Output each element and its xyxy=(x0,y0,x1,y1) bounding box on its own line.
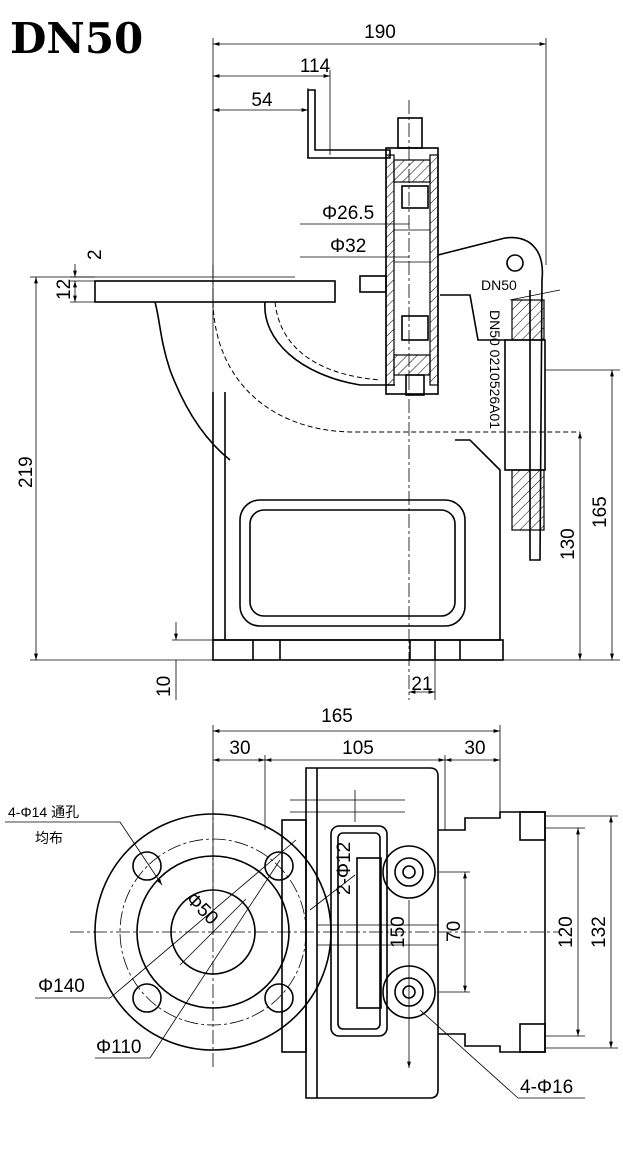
body-slot-inner xyxy=(337,832,381,1030)
dim-70: 70 xyxy=(444,921,465,942)
dim-2: 2 xyxy=(85,249,106,260)
valve-body xyxy=(305,767,439,1099)
drawing-title: DN50 xyxy=(10,14,144,63)
dim-phi26-5: Φ26.5 xyxy=(322,203,374,224)
dim-30-left: 30 xyxy=(229,738,250,759)
bracket xyxy=(307,89,391,159)
flange-hole-bl xyxy=(132,983,162,1013)
dim-150: 150 xyxy=(388,916,409,948)
dim-105: 105 xyxy=(342,738,374,759)
flange-plate xyxy=(94,280,336,303)
hole-note-2: 均布 xyxy=(35,830,63,846)
flange-hole-tl xyxy=(132,851,162,881)
dim-130: 130 xyxy=(558,528,579,560)
dim-219: 219 xyxy=(16,456,37,488)
dim-30-right: 30 xyxy=(464,738,485,759)
dim-phi140: Φ140 xyxy=(38,976,85,997)
bolt-head xyxy=(397,117,423,149)
dim-132: 132 xyxy=(589,916,610,948)
dim-114: 114 xyxy=(300,56,331,77)
dim-165-plan: 165 xyxy=(321,706,353,727)
dim-phi110: Φ110 xyxy=(96,1037,141,1058)
elbow-inner xyxy=(264,301,395,386)
housing-window-outer xyxy=(239,499,466,627)
body-slot-outer xyxy=(330,825,388,1037)
base-feet xyxy=(212,639,504,661)
elbow-outer xyxy=(154,301,231,461)
dim-4-phi16: 4-Φ16 xyxy=(520,1077,573,1098)
stem xyxy=(356,857,382,1009)
dim-120: 120 xyxy=(556,916,577,948)
lever-pin xyxy=(506,254,524,272)
dim-10: 10 xyxy=(154,676,175,697)
lever xyxy=(437,236,544,561)
dim-2-phi12: 2-Φ12 xyxy=(334,842,355,895)
housing xyxy=(212,392,501,641)
dim-165-side: 165 xyxy=(590,496,611,528)
hole-note-1: 4-Φ14 通孔 xyxy=(8,804,79,820)
dim-190: 190 xyxy=(364,22,396,43)
part-number: DN50 0210526A01 xyxy=(487,310,503,429)
dim-phi32: Φ32 xyxy=(330,236,366,257)
dim-54: 54 xyxy=(251,90,273,111)
dim-phi50: Φ50 xyxy=(181,889,222,930)
housing-window-inner xyxy=(249,509,456,617)
side-view: 190 114 54 xyxy=(16,22,620,700)
part-label: DN50 xyxy=(481,277,517,293)
dim-21: 21 xyxy=(411,674,432,695)
dim-12: 12 xyxy=(54,279,75,300)
plan-view: 165 30 105 30 4-Φ14 通孔 均布 Φ50 Φ140 Φ110 xyxy=(5,706,618,1099)
flange-hole-br xyxy=(264,983,294,1013)
right-bracket xyxy=(438,811,546,1053)
bolt-upper xyxy=(382,845,436,899)
